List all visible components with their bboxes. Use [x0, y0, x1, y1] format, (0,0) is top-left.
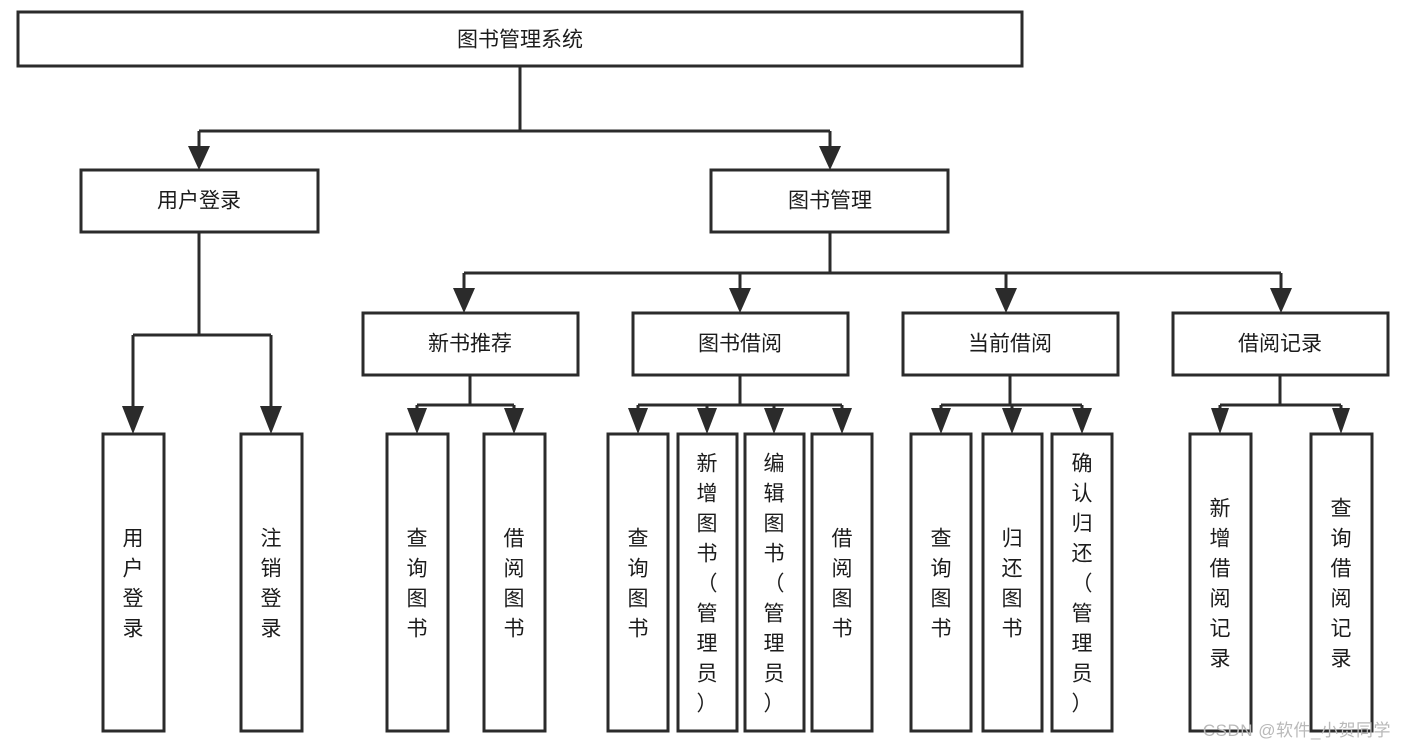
node-leaf-query-book-3[interactable]: 查询图书 — [909, 432, 973, 733]
arrow-icon-to-leaf-query-record — [1332, 408, 1350, 434]
node-leaf-query-book-2[interactable]: 查询图书 — [606, 432, 670, 733]
node-leaf-borrow-book-1-label: 借阅图书 — [504, 527, 525, 640]
node-new-book-recommend-box[interactable] — [361, 311, 580, 377]
node-leaf-add-record-box[interactable] — [1188, 432, 1253, 733]
node-leaf-user-login-label: 用户登录 — [123, 527, 144, 640]
arrow-icon-to-leaf-return-book — [1002, 408, 1022, 434]
arrow-icon-to-leaf-borrow-book-1 — [504, 408, 524, 434]
node-book-borrow[interactable]: 图书借阅 — [631, 311, 850, 377]
node-leaf-user-logout-label: 注销登录 — [261, 527, 282, 640]
arrow-icon-to-leaf-query-book-1 — [407, 408, 427, 434]
node-leaf-borrow-book-2-box[interactable] — [810, 432, 874, 733]
node-leaf-query-record-label: 查询借阅记录 — [1331, 497, 1352, 670]
node-leaf-query-book-1-box[interactable] — [385, 432, 450, 733]
node-book-borrow-box[interactable] — [631, 311, 850, 377]
node-leaf-borrow-book-2[interactable]: 借阅图书 — [810, 432, 874, 733]
node-new-book-recommend[interactable]: 新书推荐 — [361, 311, 580, 377]
node-leaf-edit-book-label: 编辑图书（管理员） — [764, 452, 785, 715]
node-leaf-query-book-1[interactable]: 查询图书 — [385, 432, 450, 733]
node-current-borrow-box[interactable] — [901, 311, 1120, 377]
node-leaf-add-record-label: 新增借阅记录 — [1210, 497, 1231, 670]
node-leaf-query-book-3-label: 查询图书 — [931, 527, 952, 640]
node-leaf-user-logout-box[interactable] — [239, 432, 304, 733]
node-book-manage-label: 图书管理 — [788, 190, 872, 213]
node-user-login[interactable]: 用户登录 — [79, 168, 320, 234]
node-leaf-return-book[interactable]: 归还图书 — [981, 432, 1044, 733]
node-book-manage-box[interactable] — [709, 168, 950, 234]
arrow-icon-to-leaf-user-logout — [260, 406, 282, 434]
node-leaf-query-book-1-label: 查询图书 — [407, 527, 428, 640]
arrow-icon-to-leaf-confirm-return — [1072, 408, 1092, 434]
node-leaf-borrow-book-1[interactable]: 借阅图书 — [482, 432, 547, 733]
node-leaf-query-book-2-label: 查询图书 — [628, 527, 649, 640]
node-root-label: 图书管理系统 — [457, 29, 583, 52]
arrow-icon-to-leaf-add-record — [1211, 408, 1229, 434]
node-current-borrow-label: 当前借阅 — [968, 333, 1052, 356]
arrow-icon-to-leaf-add-book — [697, 408, 717, 434]
node-leaf-edit-book-box[interactable] — [743, 432, 806, 733]
node-user-login-label: 用户登录 — [157, 190, 241, 213]
arrow-icon-to-leaf-query-book-2 — [628, 408, 648, 434]
node-leaf-query-record[interactable]: 查询借阅记录 — [1309, 432, 1374, 733]
node-borrow-record[interactable]: 借阅记录 — [1171, 311, 1390, 377]
node-borrow-record-label: 借阅记录 — [1238, 333, 1322, 356]
node-leaf-return-book-label: 归还图书 — [1002, 527, 1023, 640]
arrow-icon-to-borrow-record — [1270, 288, 1292, 313]
node-leaf-user-login-box[interactable] — [101, 432, 166, 733]
node-leaf-edit-book[interactable]: 编辑图书（管理员） — [743, 432, 806, 733]
arrow-icon-to-current-borrow — [995, 288, 1017, 313]
node-leaf-return-book-box[interactable] — [981, 432, 1044, 733]
arrow-icon-to-new-book-recommend — [453, 288, 475, 313]
arrow-icon-to-book-manage — [819, 146, 841, 170]
node-leaf-query-book-2-box[interactable] — [606, 432, 670, 733]
arrow-icon-to-leaf-borrow-book-2 — [832, 408, 852, 434]
node-root[interactable]: 图书管理系统 — [16, 10, 1024, 68]
node-leaf-add-book-label: 新增图书（管理员） — [697, 452, 718, 715]
node-leaf-borrow-book-2-label: 借阅图书 — [832, 527, 853, 640]
arrow-icon-to-user-login — [188, 146, 210, 170]
arrow-icon-to-leaf-user-login — [122, 406, 144, 434]
node-book-borrow-label: 图书借阅 — [698, 333, 782, 356]
node-leaf-add-book[interactable]: 新增图书（管理员） — [676, 432, 739, 733]
node-leaf-confirm-return-label: 确认归还（管理员） — [1072, 452, 1093, 715]
node-book-manage[interactable]: 图书管理 — [709, 168, 950, 234]
arrow-icon-to-leaf-edit-book — [764, 408, 784, 434]
node-leaf-user-logout[interactable]: 注销登录 — [239, 432, 304, 733]
node-root-box[interactable] — [16, 10, 1024, 68]
node-leaf-borrow-book-1-box[interactable] — [482, 432, 547, 733]
node-leaf-add-book-box[interactable] — [676, 432, 739, 733]
node-leaf-query-record-box[interactable] — [1309, 432, 1374, 733]
arrow-icon-to-book-borrow — [729, 288, 751, 313]
node-leaf-user-login[interactable]: 用户登录 — [101, 432, 166, 733]
node-leaf-query-book-3-box[interactable] — [909, 432, 973, 733]
node-current-borrow[interactable]: 当前借阅 — [901, 311, 1120, 377]
node-leaf-confirm-return[interactable]: 确认归还（管理员） — [1050, 432, 1114, 733]
node-borrow-record-box[interactable] — [1171, 311, 1390, 377]
node-leaf-add-record[interactable]: 新增借阅记录 — [1188, 432, 1253, 733]
node-new-book-recommend-label: 新书推荐 — [428, 333, 512, 356]
arrow-icon-to-leaf-query-book-3 — [931, 408, 951, 434]
node-user-login-box[interactable] — [79, 168, 320, 234]
node-leaf-confirm-return-box[interactable] — [1050, 432, 1114, 733]
arrowhead-layer — [122, 146, 1350, 434]
